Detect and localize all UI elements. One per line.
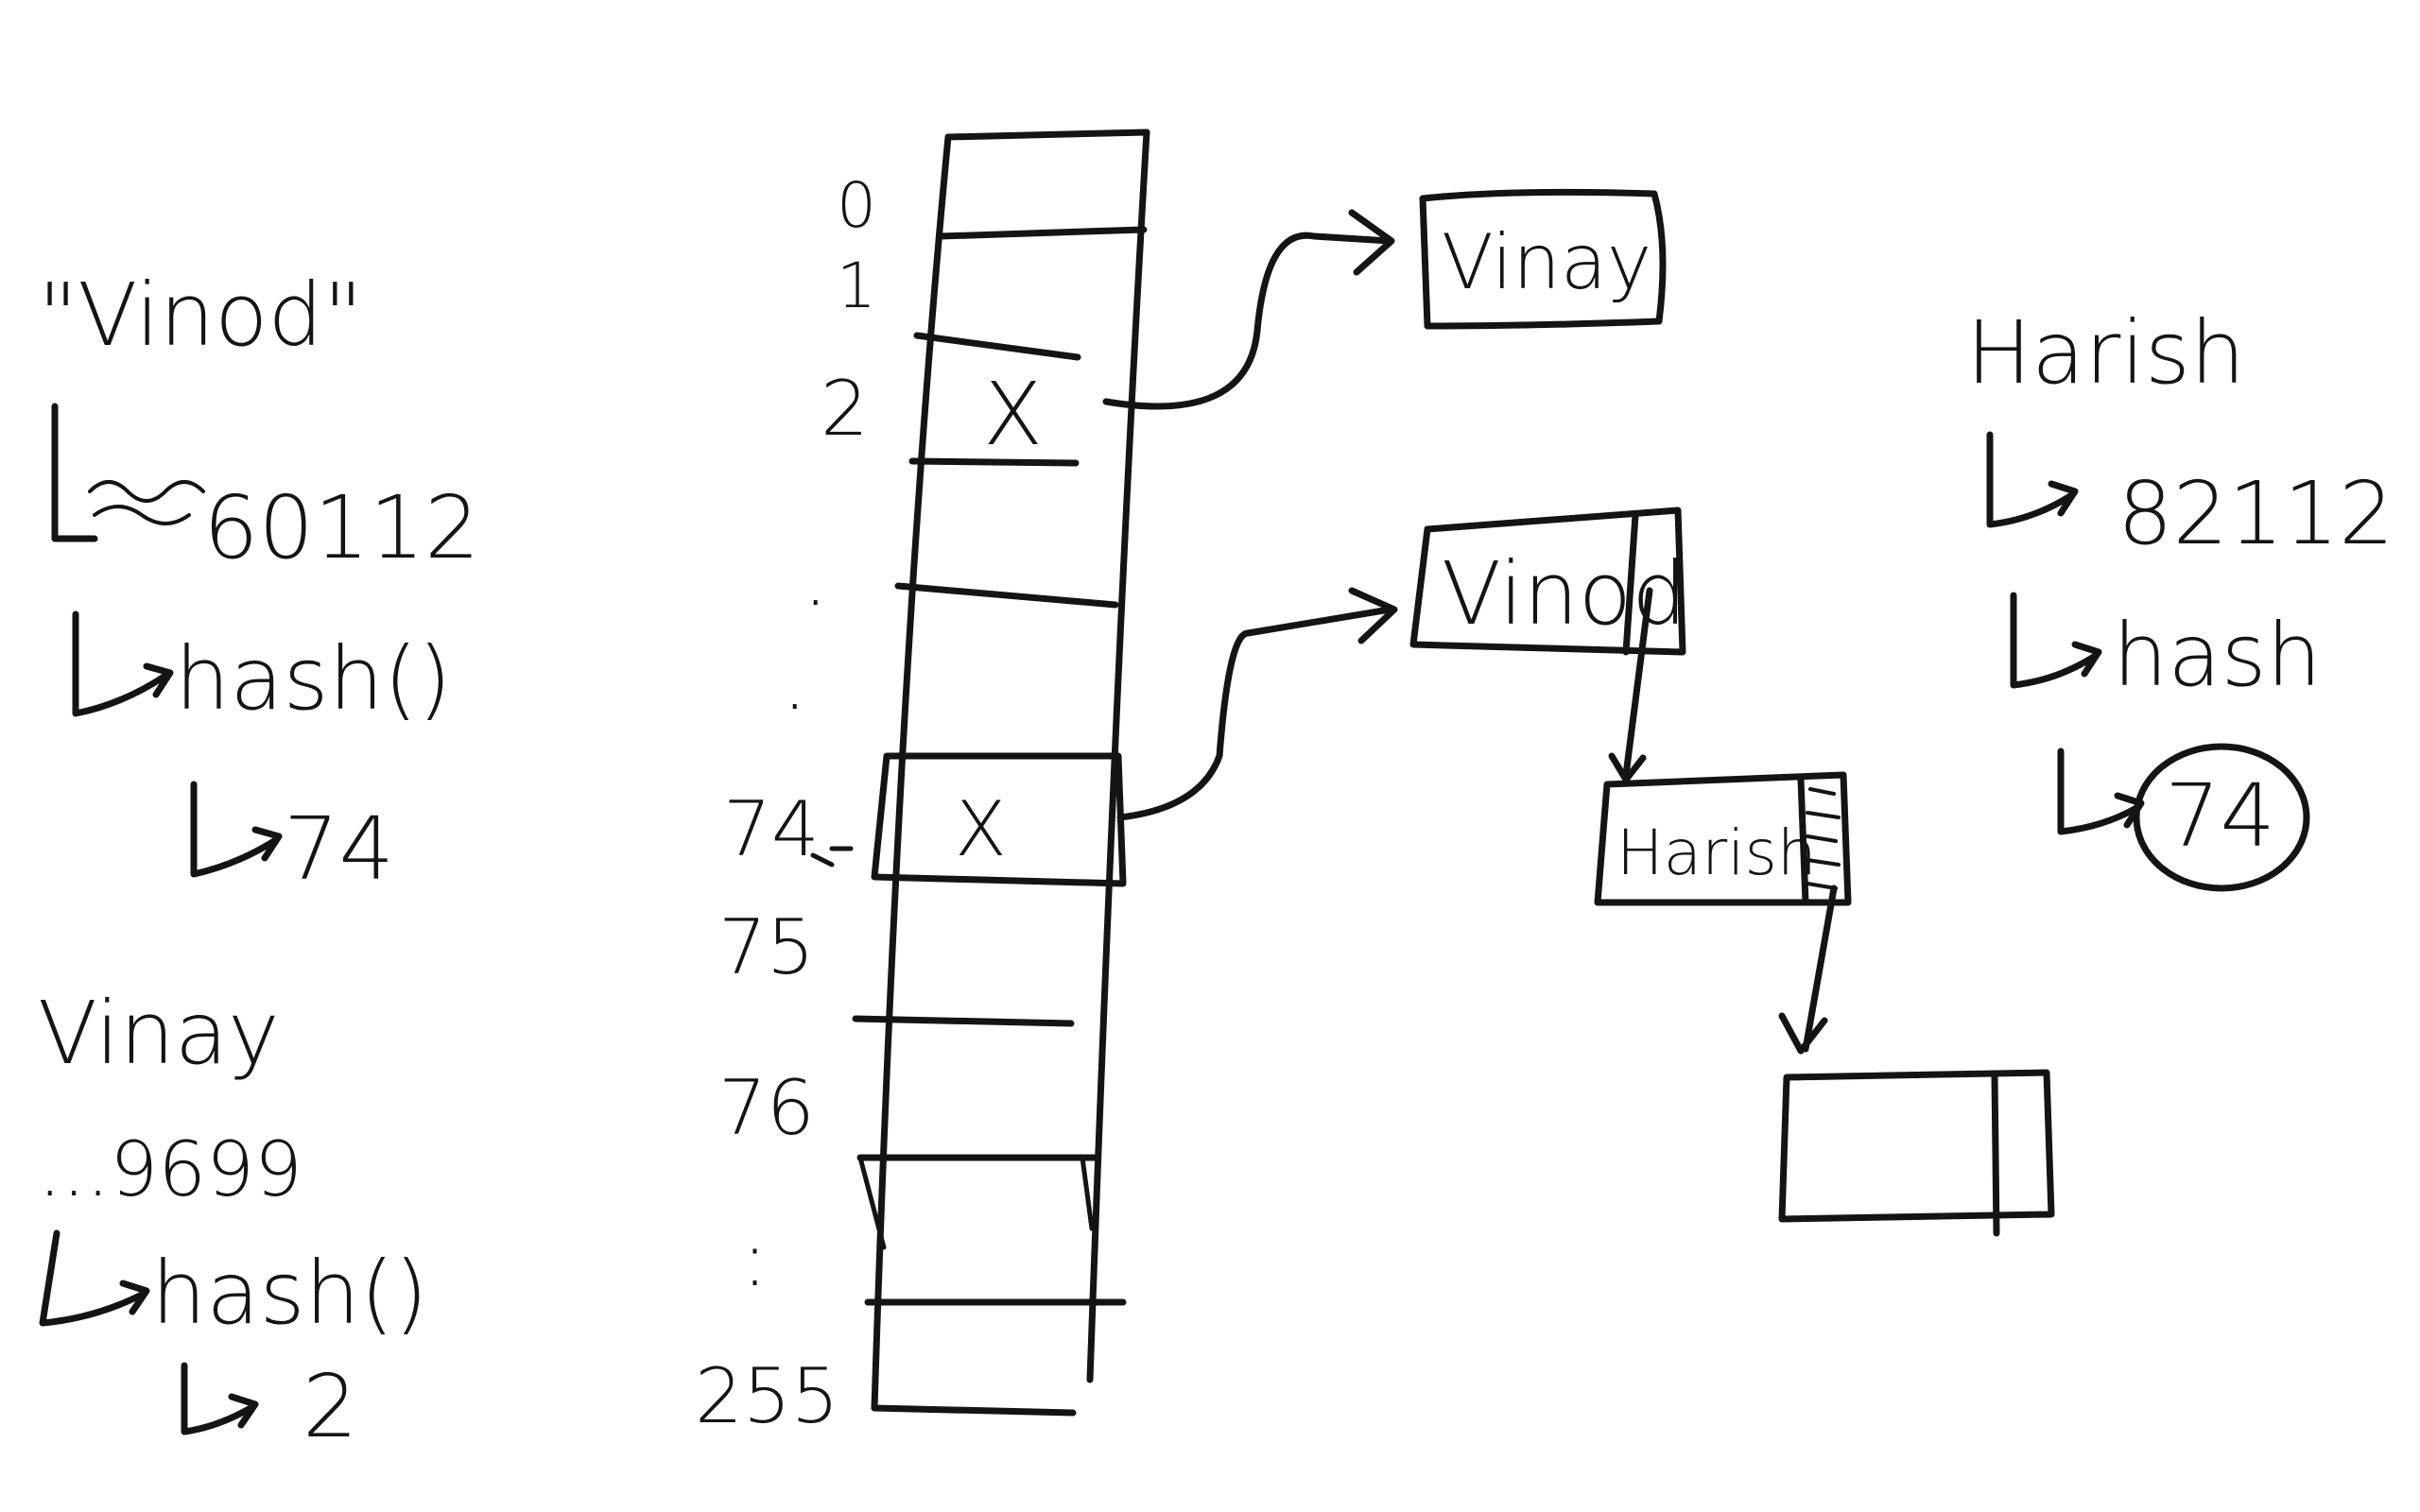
harish-phone-arrowhead: [2048, 480, 2079, 517]
slot-74-pointer-head: [1348, 587, 1398, 644]
index-label-2: 2: [821, 365, 869, 453]
harish-hash-value-circle: [2133, 743, 2310, 892]
vinod-hash-value-label: 74: [284, 799, 394, 900]
table-right-edge: [1086, 129, 1150, 1383]
vinod-node-box: [1409, 507, 1686, 656]
vinod-phone-label: 60112: [203, 477, 480, 578]
table-left-edge: [871, 133, 952, 1412]
row-divider: [913, 332, 1081, 361]
row-divider: [894, 582, 1119, 609]
harish-pointer-scribble: [1806, 787, 1841, 890]
row-divider: [908, 457, 1080, 467]
vinod-hash-arrowhead: [143, 662, 174, 698]
index-label-74: 74: [723, 785, 820, 873]
vinay-hash-arrow: [39, 1229, 146, 1327]
harish-hash-arrowhead: [2071, 641, 2102, 678]
harish-hash-fn-label: hash: [2113, 605, 2322, 706]
vinay-value-arrowhead: [228, 1393, 259, 1429]
harish-phone-arrow: [1986, 431, 2074, 528]
vinay-key-label: Vinay: [38, 983, 280, 1084]
hash-table: X X: [810, 129, 1150, 1417]
index-label-76: 76: [718, 1064, 815, 1152]
slot-2-pointer-head: [1348, 209, 1395, 276]
slot-2-pointer: [1102, 232, 1393, 410]
harish-hash-arrow: [2010, 592, 2098, 689]
linked-list: Vinay Vinod Harish: [1409, 188, 2055, 1237]
vinay-value-arrow: [181, 1362, 254, 1435]
harish-key-label: Harish: [1966, 302, 2245, 404]
index-labels: 0 1 2 . . 74 75 76 : 255: [695, 169, 876, 1440]
index-label-0: 0: [837, 169, 876, 242]
harish-node-box: [1594, 771, 1852, 906]
vinod-next-pointer: [1622, 587, 1653, 779]
vinod-node-pointer-divider: [1622, 511, 1639, 656]
vinay-hash-arrowhead: [119, 1280, 150, 1315]
slot-74-pointer: [1116, 606, 1393, 821]
slot-74-box: [871, 752, 1127, 887]
table-lower-bracket: [857, 1155, 1095, 1250]
vinod-key-label: "Vinod": [38, 265, 363, 366]
vinod-next-pointer-head: [1608, 752, 1647, 783]
index-label-1: 1: [837, 249, 876, 322]
vinay-hash-fn-label: hash(): [151, 1243, 428, 1344]
harish-next-pointer: [1802, 885, 1838, 1053]
index-label-255: 255: [695, 1352, 839, 1440]
left-notes: "Vinod" 60112 hash() 74 Vinay ...9699 ha…: [38, 265, 480, 1457]
vinay-hash-value-label: 2: [302, 1356, 358, 1457]
harish-hash-value-label: 74: [2165, 765, 2275, 867]
harish-node-label: Harish: [1616, 816, 1817, 889]
slot-2-mark: X: [983, 364, 1043, 465]
harish-next-pointer-head: [1778, 1012, 1828, 1055]
harish-phone-label: 82112: [2118, 463, 2394, 564]
table-bottom-edge: [871, 1404, 1077, 1417]
pointer-arrows: [1102, 209, 1398, 821]
index-label-colon: :: [742, 1215, 768, 1303]
row-divider: [852, 1015, 1075, 1027]
empty-node-box: [1778, 1069, 2055, 1223]
right-notes: Harish 82112 hash 74: [1966, 302, 2394, 892]
index-74-tick: [810, 846, 854, 868]
vinod-phone-arrow: [51, 403, 98, 542]
vinod-hash-arrow: [72, 610, 169, 717]
index-label-75: 75: [718, 903, 815, 991]
index-label-dot-1: .: [804, 535, 827, 623]
vinod-value-arrow: [190, 781, 278, 878]
vinod-hash-fn-label: hash(): [175, 628, 452, 730]
row-divider: [937, 226, 1148, 240]
vinay-node-label: Vinay: [1442, 218, 1651, 306]
harish-node-pointer-divider: [1797, 776, 1809, 906]
slot-74-mark: X: [955, 785, 1007, 873]
index-label-dot-2: .: [783, 639, 806, 727]
harish-value-arrow: [2057, 747, 2140, 835]
vinay-node-box: [1419, 188, 1667, 330]
empty-node-pointer-divider: [1991, 1074, 2000, 1237]
table-top-edge: [944, 129, 1150, 141]
phone-scribble: [88, 480, 205, 525]
vinod-value-arrowhead: [251, 826, 283, 862]
vinay-phone-label: ...9699: [38, 1125, 302, 1213]
